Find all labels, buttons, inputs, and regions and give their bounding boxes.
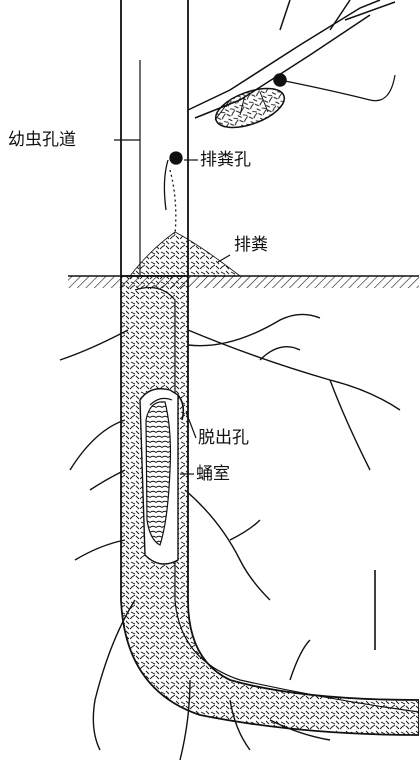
- label-pupal-chamber: 蛹室: [196, 466, 230, 483]
- trunk-tunnel: [164, 152, 182, 235]
- label-frass: 排粪: [234, 237, 268, 254]
- root-tunnel: [121, 276, 419, 735]
- frass-pile: [130, 232, 240, 276]
- pupal-chamber: [140, 389, 178, 564]
- label-larval-tunnel: 幼虫孔道: [8, 132, 76, 149]
- label-frass-hole: 排粪孔: [200, 152, 251, 169]
- label-exit-hole: 脱出孔: [198, 430, 249, 447]
- branch-with-beetle: [188, 0, 395, 135]
